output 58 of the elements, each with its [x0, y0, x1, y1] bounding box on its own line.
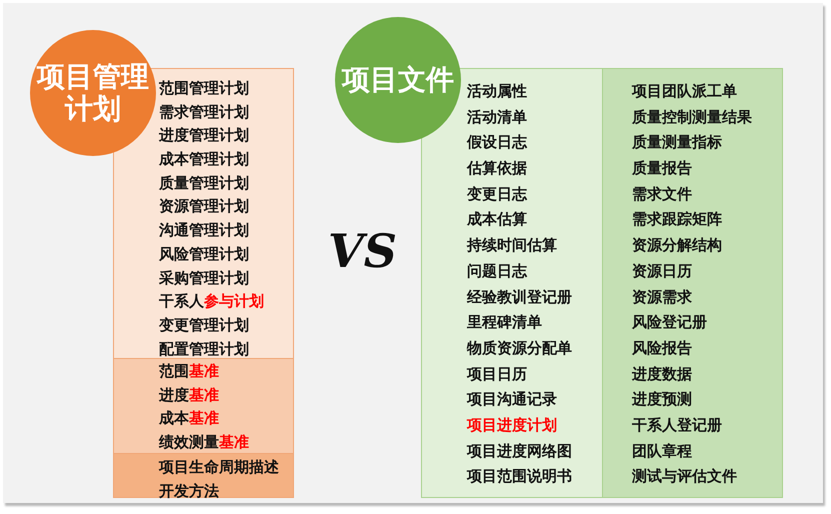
list-entry: 采购管理计划 [159, 268, 249, 286]
list-entry: 项目沟通记录 [467, 390, 557, 408]
list-entry: 变更管理计划 [159, 316, 249, 334]
heading-circle [335, 17, 461, 143]
list-entry: 绩效测量基准 [159, 433, 249, 452]
list-entry: 项目团队派工单 [632, 82, 737, 100]
list-entry: 问题日志 [467, 262, 527, 280]
list-entry: 风险登记册 [632, 313, 707, 332]
list-entry: 开发方法 [159, 482, 219, 500]
list-entry: 资源日历 [632, 262, 692, 280]
list-panel [113, 358, 294, 454]
list-entry: 成本估算 [467, 210, 527, 228]
list-entry: 需求文件 [632, 184, 692, 203]
list-panel [113, 453, 294, 498]
list-entry: 范围管理计划 [159, 79, 249, 97]
list-entry: 团队章程 [632, 442, 692, 460]
list-entry: 沟通管理计划 [159, 221, 249, 240]
list-entry: 资源管理计划 [159, 197, 249, 216]
list-entry: 成本管理计划 [159, 150, 249, 168]
list-entry: 资源分解结构 [632, 236, 722, 254]
heading-circle [30, 30, 156, 156]
list-entry: 物质资源分配单 [467, 338, 572, 357]
list-entry: 项目进度计划 [467, 416, 557, 434]
list-panel [602, 68, 783, 498]
list-entry: 干系人参与计划 [159, 292, 264, 310]
list-entry: 假设日志 [467, 133, 527, 152]
list-entry: 需求管理计划 [159, 102, 249, 121]
list-entry: 质量报告 [632, 159, 692, 178]
list-entry: 风险报告 [632, 338, 692, 357]
list-entry: 项目进度网络图 [467, 442, 572, 460]
list-entry: 活动清单 [467, 108, 527, 126]
list-entry: 活动属性 [467, 82, 527, 100]
list-entry: 需求跟踪矩阵 [632, 210, 722, 228]
list-entry: 质量控制测量结果 [632, 108, 752, 126]
list-entry: 经验教训登记册 [467, 288, 572, 306]
list-entry: 持续时间估算 [467, 236, 557, 254]
list-entry: 测试与评估文件 [632, 467, 737, 486]
list-entry: 项目生命周期描述 [159, 458, 279, 476]
list-entry: 成本基准 [159, 409, 219, 428]
list-entry: 资源需求 [632, 288, 692, 306]
list-entry: 干系人登记册 [632, 416, 722, 434]
list-entry: 项目范围说明书 [467, 467, 572, 486]
circle-title: 项目管理计划 [36, 61, 150, 125]
list-entry: 里程碑清单 [467, 313, 542, 332]
vs-label: VS [328, 226, 397, 276]
list-entry: 进度管理计划 [159, 126, 249, 144]
list-entry: 进度数据 [632, 364, 692, 383]
circle-title: 项目文件 [342, 64, 454, 96]
list-entry: 质量测量指标 [632, 133, 722, 152]
list-entry: 配置管理计划 [159, 340, 249, 358]
list-entry: 进度预测 [632, 390, 692, 408]
list-entry: 进度基准 [159, 386, 219, 404]
list-entry: 变更日志 [467, 184, 527, 203]
list-entry: 项目日历 [467, 364, 527, 383]
list-entry: 范围基准 [159, 362, 219, 380]
list-entry: 质量管理计划 [159, 174, 249, 192]
list-entry: 风险管理计划 [159, 244, 249, 263]
list-entry: 估算依据 [467, 159, 527, 178]
